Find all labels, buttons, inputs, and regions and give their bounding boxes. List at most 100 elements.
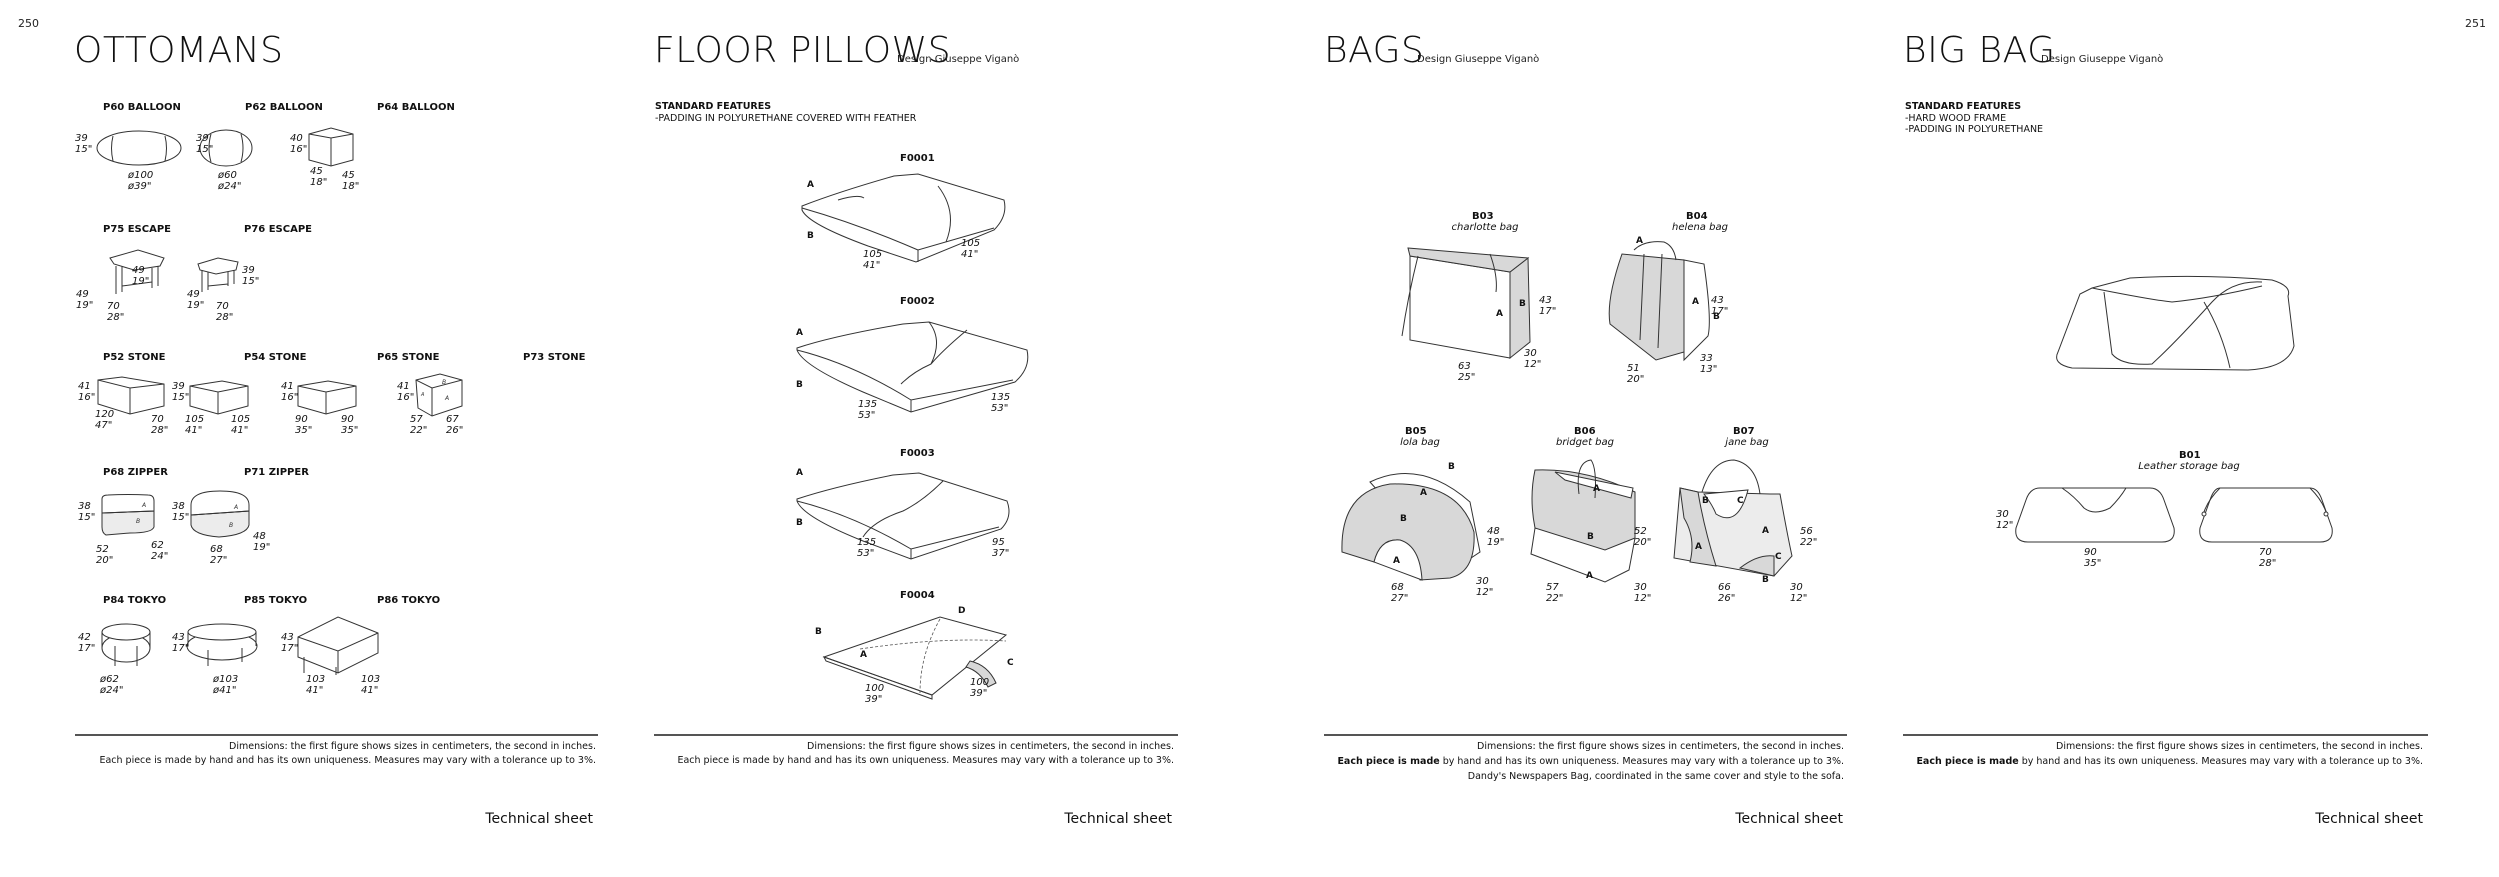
feature-item: -PADDING IN POLYURETHANE COVERED WITH FE… xyxy=(655,113,917,124)
item-code: P84 TOKYO xyxy=(103,595,167,606)
part-label-b: B xyxy=(1762,575,1769,585)
item-code: P65 STONE xyxy=(377,352,440,363)
drawing-p64-balloon xyxy=(308,127,354,167)
footnote-bold: Each piece is made xyxy=(1337,756,1440,767)
drawing-p84-tokyo xyxy=(101,623,151,666)
item-code: P85 TOKYO xyxy=(244,595,308,606)
drawing-p62-balloon xyxy=(199,129,253,167)
technical-sheet-label: Technical sheet xyxy=(2315,811,2423,827)
item-code: P71 ZIPPER xyxy=(244,467,309,478)
technical-sheet-label: Technical sheet xyxy=(1735,811,1843,827)
technical-sheet-label: Technical sheet xyxy=(1064,811,1172,827)
item-name: jane bag xyxy=(1725,437,1769,448)
features-heading: STANDARD FEATURES xyxy=(655,101,772,112)
drawing-f0002 xyxy=(796,321,1029,413)
page-number-right: 251 xyxy=(2465,17,2486,30)
part-label-a: A xyxy=(796,468,803,478)
part-label-d: D xyxy=(958,606,966,616)
part-label-b: B xyxy=(1702,496,1709,506)
footnote-handmade: Each piece is made by hand and has its o… xyxy=(1916,754,2423,769)
item-code: P54 STONE xyxy=(244,352,307,363)
label-b: B xyxy=(136,518,140,525)
drawing-p76-escape xyxy=(197,257,239,292)
item-code: F0004 xyxy=(900,590,935,601)
part-label-a: A xyxy=(1636,236,1643,246)
item-name: charlotte bag xyxy=(1451,222,1519,233)
item-code: B07 xyxy=(1733,426,1755,437)
technical-sheet-label: Technical sheet xyxy=(485,811,593,827)
drawing-b05-lola xyxy=(1341,473,1481,581)
item-code: P86 TOKYO xyxy=(377,595,441,606)
part-label-a: A xyxy=(807,180,814,190)
item-code: F0003 xyxy=(900,448,935,459)
footnote-rest: by hand and has its own uniqueness. Meas… xyxy=(1439,756,1844,767)
item-code: F0001 xyxy=(900,153,935,164)
item-code: B05 xyxy=(1405,426,1427,437)
drawing-p65-stone xyxy=(297,380,357,415)
item-code: P73 STONE xyxy=(523,352,586,363)
part-label-a: A xyxy=(796,328,803,338)
part-label-b: B xyxy=(815,627,822,637)
footnote-newspapers-bag: Dandy's Newspapers Bag, coordinated in t… xyxy=(1467,771,1844,782)
drawing-b07-jane xyxy=(1673,459,1793,577)
part-label-b: B xyxy=(807,231,814,241)
label-a: A xyxy=(233,504,238,511)
drawing-f0001 xyxy=(801,173,1006,263)
item-code: B01 xyxy=(2179,450,2201,461)
footer-divider xyxy=(1903,734,2428,736)
part-label-c: C xyxy=(1007,658,1014,668)
drawing-b01-side xyxy=(2199,487,2333,543)
drawing-p85-tokyo xyxy=(186,623,258,666)
drawing-b04-helena xyxy=(1608,241,1710,362)
footnote-rest: by hand and has its own uniqueness. Meas… xyxy=(2018,756,2423,767)
item-name: bridget bag xyxy=(1555,437,1614,448)
part-label-a: A xyxy=(1695,542,1702,552)
section-title-ottomans: OTTOMANS xyxy=(74,30,284,71)
part-label-a: A xyxy=(1420,488,1427,498)
footnote-handmade: Each piece is made by hand and has its o… xyxy=(677,755,1174,766)
item-code: P75 ESCAPE xyxy=(103,224,171,235)
drawing-p86-tokyo xyxy=(297,616,379,675)
section-title-bags: BAGS xyxy=(1324,30,1425,71)
item-code: P68 ZIPPER xyxy=(103,467,168,478)
